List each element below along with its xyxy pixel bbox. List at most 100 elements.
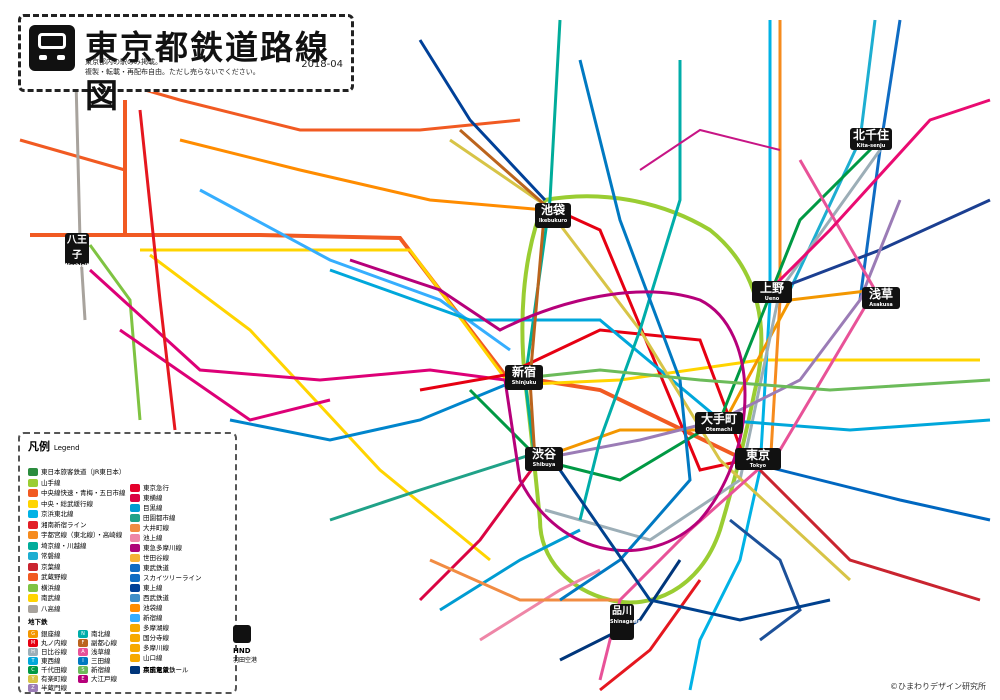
legend-item: 京浜東北線 xyxy=(28,510,74,519)
line-color-swatch xyxy=(130,644,140,652)
line-color-swatch xyxy=(130,524,140,532)
map-title-box: 東京都鉄道路線図 東京都内の駅のみ掲載。 複製・転載・再配布自由。ただし売らない… xyxy=(18,14,354,115)
itsukaichi-line xyxy=(19,138,126,172)
legend-item: 多摩川線 xyxy=(130,644,169,653)
keio-line xyxy=(88,268,506,382)
line-color-swatch xyxy=(130,544,140,552)
line-color-swatch: C xyxy=(28,666,38,674)
line-color-swatch xyxy=(28,531,38,539)
legend-subway-title: 地下鉄 xyxy=(28,618,48,626)
keiyo-line xyxy=(758,468,981,602)
legend-item: 東上線 xyxy=(130,584,163,593)
line-color-swatch xyxy=(130,554,140,562)
legend-item: スカイツリーライン xyxy=(130,574,202,583)
line-color-swatch xyxy=(28,604,38,613)
oedo-line xyxy=(349,258,747,552)
line-color-swatch: F xyxy=(78,639,88,647)
sobu-rapid-line xyxy=(759,463,991,522)
legend-item: 東日本旅客鉄道（JR東日本） xyxy=(28,468,125,477)
meguro-line xyxy=(439,528,581,612)
line-color-swatch xyxy=(28,510,38,518)
legend-item: 埼京線・川越線 xyxy=(28,541,87,551)
legend-item: 山手線 xyxy=(28,478,61,488)
legend-item: 横浜線 xyxy=(28,583,61,593)
keio-sagamihara xyxy=(119,328,331,422)
legend-item: 中央線快速・青梅・五日市線 xyxy=(28,489,126,498)
mita-line xyxy=(559,59,692,602)
keikyu-line xyxy=(599,579,702,692)
line-color-swatch: N xyxy=(78,630,88,638)
oimachi-line xyxy=(429,558,620,602)
legend-item: 東武鉄道 xyxy=(130,564,169,573)
map-legend: 凡例 Legend 東日本旅客鉄道（JR東日本）山手線中央線快速・青梅・五日市線… xyxy=(18,432,237,694)
line-color-swatch xyxy=(130,504,140,512)
line-color-swatch xyxy=(130,614,140,622)
legend-item: 武蔵野線 xyxy=(28,573,67,582)
tobu-tojo-line xyxy=(418,39,547,202)
legend-item: 常磐線 xyxy=(28,552,61,561)
toyoko-line xyxy=(418,464,537,602)
legend-item: 東急多摩川線 xyxy=(130,544,182,553)
airport-code: HND xyxy=(233,647,251,655)
line-color-swatch xyxy=(130,604,140,612)
map-title: 東京都鉄道路線図 xyxy=(85,28,330,115)
denentoshi-line xyxy=(329,453,531,522)
line-color-swatch: H xyxy=(28,648,38,656)
line-color-swatch xyxy=(28,552,38,560)
line-color-swatch xyxy=(28,583,38,592)
yokohama-line xyxy=(88,244,142,421)
legend-item: 京葉線 xyxy=(28,562,61,572)
legend-item: 池上線 xyxy=(130,534,163,543)
legend-item: 宇都宮線（東北線）・高崎線 xyxy=(28,531,122,540)
joban-line xyxy=(788,19,877,291)
map-date: 2018-04 xyxy=(301,59,343,70)
line-color-swatch: E xyxy=(78,675,88,683)
line-color-swatch xyxy=(130,634,140,642)
line-color-swatch: Z xyxy=(28,684,38,692)
legend-title: 凡例 Legend xyxy=(28,440,80,453)
legend-item: 山口線 xyxy=(130,654,163,663)
train-icon xyxy=(29,25,75,71)
rinkai-line xyxy=(558,469,831,622)
legend-item: 大井町線 xyxy=(130,524,169,533)
arakawa-tram xyxy=(639,128,781,171)
yurikamome-line xyxy=(729,518,802,642)
line-color-swatch: M xyxy=(28,639,38,647)
line-color-swatch: A xyxy=(78,648,88,656)
line-color-swatch xyxy=(130,574,140,582)
line-color-swatch xyxy=(28,541,38,550)
chuo-rapid-line xyxy=(30,233,746,462)
line-color-swatch xyxy=(130,666,140,674)
line-color-swatch xyxy=(130,514,140,522)
line-color-swatch: T xyxy=(28,657,38,665)
line-color-swatch xyxy=(28,499,38,508)
legend-item: 東横線 xyxy=(130,494,163,503)
legend-item: 田園都市線 xyxy=(130,514,176,523)
line-color-swatch xyxy=(130,494,140,502)
line-color-swatch xyxy=(28,520,38,529)
airport-marker: HND 羽田空港 xyxy=(233,625,273,685)
seibu-shinjuku-line xyxy=(199,188,511,352)
line-color-swatch xyxy=(130,594,140,602)
line-color-swatch xyxy=(28,573,38,581)
namboku-line xyxy=(578,60,682,521)
legend-item: 湘南新宿ライン xyxy=(28,520,87,530)
legend-item: 目黒線 xyxy=(130,504,163,513)
tama-monorail xyxy=(138,109,177,431)
legend-item: 新宿線 xyxy=(130,614,163,623)
